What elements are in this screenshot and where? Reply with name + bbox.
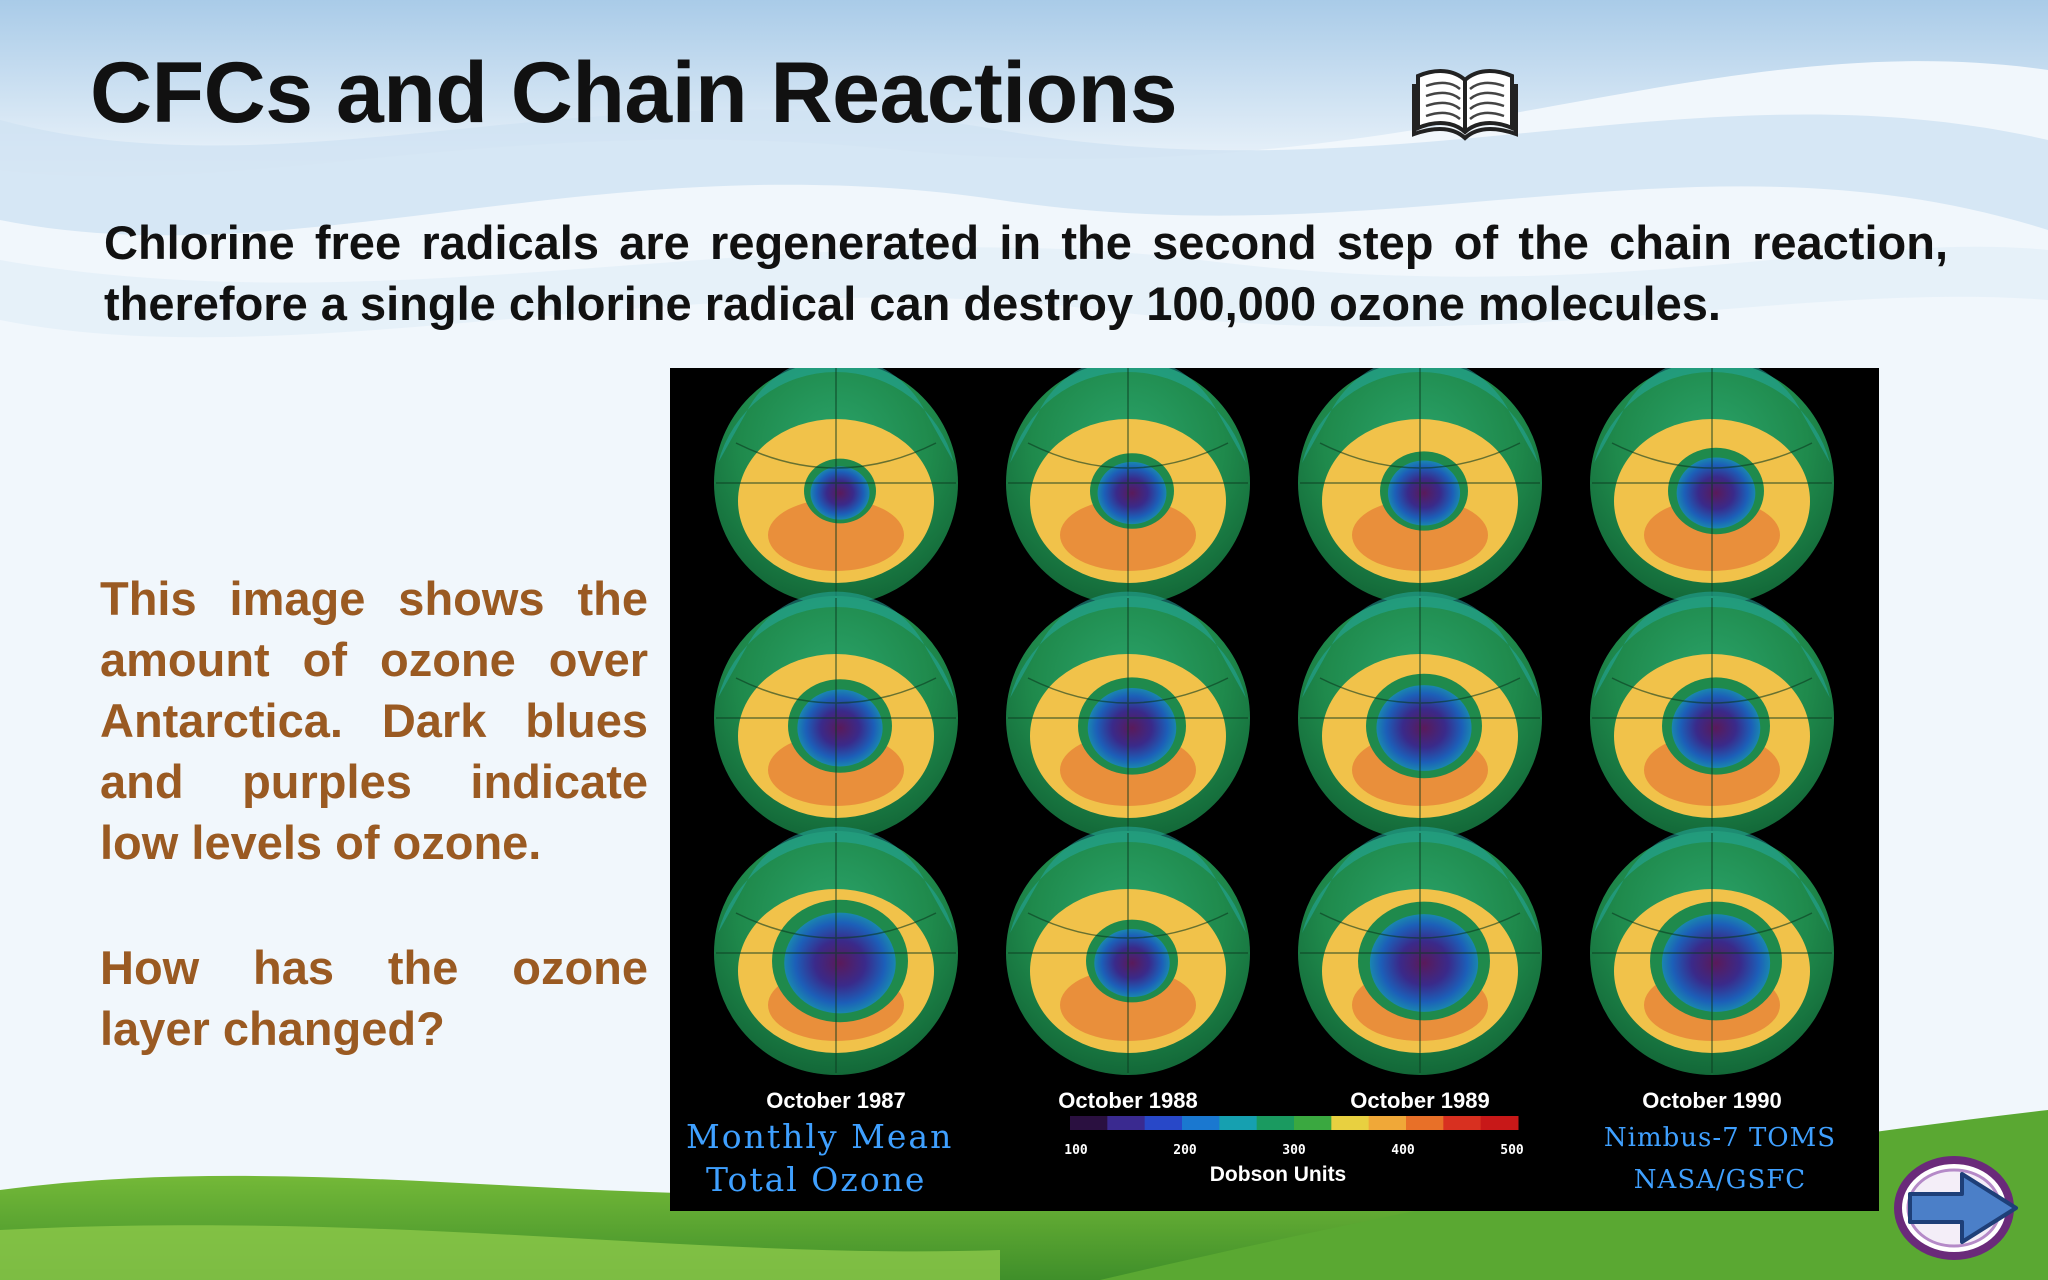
next-arrow-icon [1908, 1172, 2018, 1244]
ozone-globe: October 1987 [714, 826, 958, 1113]
globe-date-label: October 1989 [1350, 1088, 1489, 1113]
scale-segment [1219, 1116, 1258, 1130]
scale-segment [1443, 1116, 1482, 1130]
scale-segment [1107, 1116, 1146, 1130]
scale-segment [1144, 1116, 1183, 1130]
scale-segment [1368, 1116, 1407, 1130]
scale-tick-label: 300 [1282, 1143, 1306, 1158]
ozone-globe: October 1981 [1298, 368, 1542, 643]
ozone-globe: October 1984 [1006, 591, 1250, 878]
ozone-globe: October 1989 [1298, 826, 1542, 1113]
globe-date-label: October 1990 [1642, 1088, 1781, 1113]
scale-title: Dobson Units [1210, 1163, 1347, 1186]
monthly-mean-label: Monthly Mean [686, 1117, 953, 1156]
ozone-globe: October 1982 [1590, 368, 1834, 643]
scale-tick-label: 100 [1064, 1143, 1088, 1158]
scale-tick-label: 400 [1391, 1143, 1415, 1158]
scale-segment [1406, 1116, 1444, 1130]
open-book-icon [1412, 69, 1518, 141]
globe-date-label: October 1988 [1058, 1088, 1197, 1113]
scale-segment [1294, 1116, 1332, 1130]
ozone-globe: October 1983 [714, 591, 958, 878]
ozone-globe: October 1988 [1006, 826, 1250, 1113]
next-slide-button[interactable] [1892, 1150, 2024, 1262]
ozone-globe: October 1985 [1298, 591, 1542, 878]
total-ozone-label: Total Ozone [706, 1160, 926, 1199]
scale-segment [1070, 1116, 1108, 1130]
scale-segment [1182, 1116, 1220, 1130]
ozone-map-grid: October 1979October 1980October 1981Octo… [686, 368, 1836, 1199]
scale-tick-label: 200 [1173, 1143, 1197, 1158]
image-caption: This image shows the amount of ozone ove… [100, 572, 648, 869]
page-title: CFCs and Chain Reactions [90, 45, 1178, 141]
scale-segment [1331, 1116, 1370, 1130]
ozone-globe: October 1990 [1590, 826, 1834, 1113]
nimbus-label: Nimbus-7 TOMS [1604, 1123, 1836, 1153]
intro-paragraph: Chlorine free radicals are regenerated i… [104, 216, 1948, 330]
nasa-label: NASA/GSFC [1634, 1165, 1806, 1195]
scale-segment [1480, 1116, 1519, 1130]
scale-tick-label: 500 [1500, 1143, 1524, 1158]
ozone-map-figure: October 1979October 1980October 1981Octo… [670, 368, 1879, 1211]
scale-segment [1256, 1116, 1295, 1130]
discussion-question: How has the ozone layer changed? [100, 941, 648, 1055]
ozone-globe: October 1986 [1590, 591, 1834, 878]
globe-date-label: October 1987 [766, 1088, 905, 1113]
